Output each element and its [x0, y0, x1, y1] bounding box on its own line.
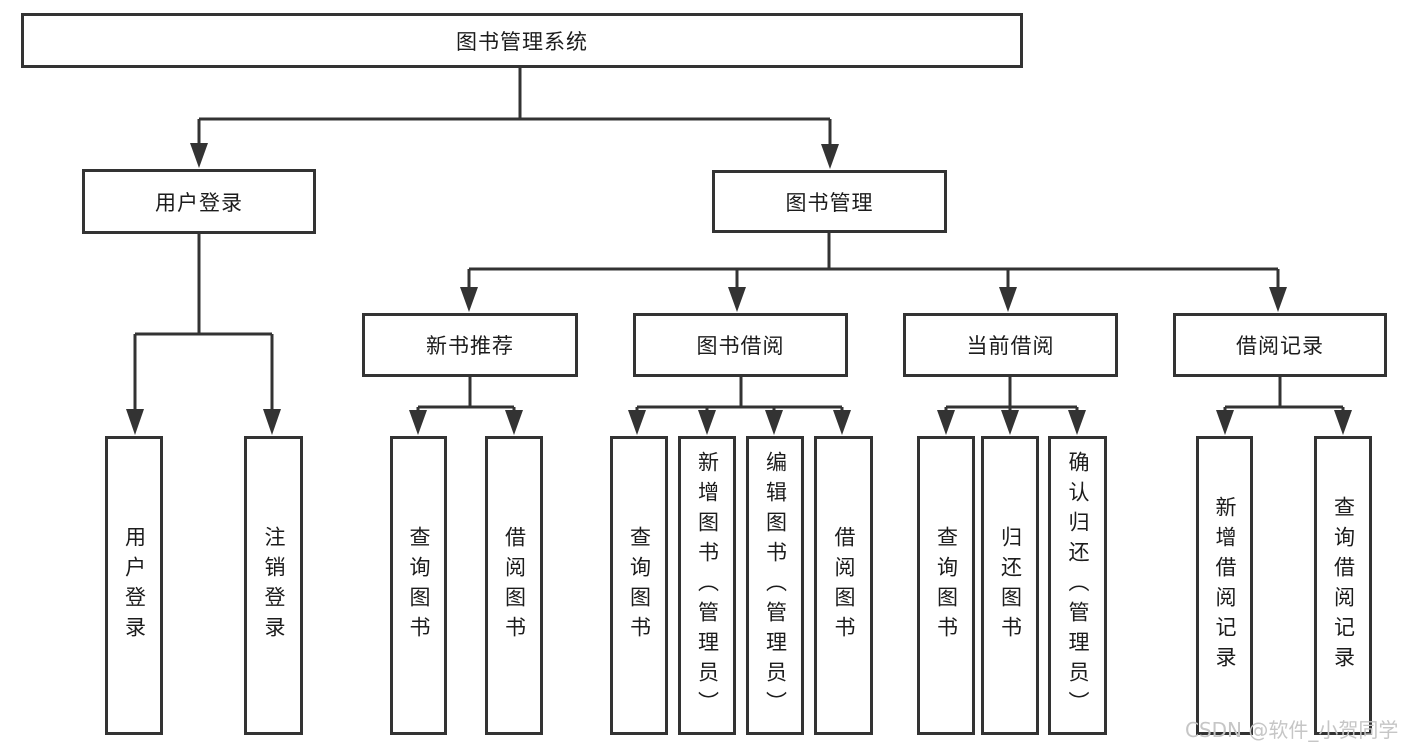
node-library-management-system: 图书管理系统	[21, 13, 1023, 68]
node-label: 编辑图书（管理员）	[763, 450, 788, 721]
leaf-query-borrow-record: 查询借阅记录	[1314, 436, 1372, 735]
node-label: 归还图书	[998, 525, 1023, 646]
connector-recommend-to-leaves	[416, 377, 516, 412]
node-label: 借阅图书	[502, 525, 527, 646]
node-label: 查询图书	[407, 525, 431, 646]
connector-userlogin-to-leaves	[133, 234, 274, 411]
arrow-icon	[1068, 410, 1086, 435]
leaf-edit-book-admin: 编辑图书（管理员）	[746, 436, 804, 735]
node-label: 新书推荐	[426, 334, 514, 358]
arrow-icon	[1334, 410, 1352, 435]
node-label: 查询图书	[627, 525, 652, 646]
leaf-confirm-return-admin: 确认归还（管理员）	[1048, 436, 1107, 735]
connector-bookmgmt-to-level3	[467, 233, 1280, 291]
connector-current-to-leaves	[944, 377, 1079, 412]
arrow-icon	[1269, 287, 1287, 312]
node-label: 借阅记录	[1236, 334, 1324, 358]
connector-root-to-level2	[197, 68, 832, 147]
leaf-user-login: 用户登录	[105, 436, 163, 735]
node-label: 新增图书（管理员）	[695, 450, 720, 721]
arrow-icon	[505, 410, 523, 435]
node-label: 新增借阅记录	[1213, 495, 1237, 676]
leaf-return-book: 归还图书	[981, 436, 1039, 735]
node-book-management: 图书管理	[712, 170, 947, 233]
node-current-borrow: 当前借阅	[903, 313, 1118, 377]
node-label: 查询借阅记录	[1331, 495, 1356, 676]
node-label: 查询图书	[934, 525, 959, 646]
arrow-icon	[1001, 410, 1019, 435]
leaf-logout: 注销登录	[244, 436, 303, 735]
csdn-watermark: CSDN @软件_小贺同学	[1185, 718, 1399, 742]
node-label: 图书借阅	[696, 334, 785, 358]
arrow-icon	[126, 409, 144, 435]
leaf-borrow-books-recommend: 借阅图书	[485, 436, 543, 735]
leaf-borrow-books: 借阅图书	[814, 436, 873, 735]
arrow-icon	[765, 410, 783, 435]
node-new-book-recommend: 新书推荐	[362, 313, 578, 377]
leaf-add-book-admin: 新增图书（管理员）	[678, 436, 736, 735]
node-label: 借阅图书	[832, 525, 856, 646]
leaf-query-books-recommend: 查询图书	[390, 436, 447, 735]
arrow-icon	[190, 143, 208, 168]
leaf-query-books-borrow: 查询图书	[610, 436, 668, 735]
arrow-icon	[409, 410, 427, 435]
node-label: 确认归还（管理员）	[1066, 450, 1090, 721]
node-label: 用户登录	[122, 525, 147, 646]
node-borrow-records: 借阅记录	[1173, 313, 1387, 377]
arrow-icon	[628, 410, 646, 435]
arrow-icon	[999, 287, 1017, 312]
connector-records-to-leaves	[1223, 377, 1345, 412]
arrow-icon	[698, 410, 716, 435]
leaf-add-borrow-record: 新增借阅记录	[1196, 436, 1253, 735]
node-book-borrow: 图书借阅	[633, 313, 848, 377]
node-label: 注销登录	[262, 525, 286, 646]
node-label: 当前借阅	[966, 334, 1055, 358]
arrow-icon	[833, 410, 851, 435]
connector-borrow-to-leaves	[635, 377, 844, 412]
arrow-icon	[821, 144, 839, 169]
arrow-icon	[1216, 410, 1234, 435]
node-label: 图书管理	[785, 190, 874, 215]
arrow-icon	[728, 287, 746, 312]
arrow-icon	[460, 287, 478, 312]
node-user-login: 用户登录	[82, 169, 316, 234]
leaf-query-books-current: 查询图书	[917, 436, 975, 735]
arrow-icon	[937, 410, 955, 435]
node-label: 用户登录	[155, 190, 243, 215]
arrowheads	[126, 143, 1352, 435]
arrow-icon	[263, 409, 281, 435]
node-label: 图书管理系统	[456, 29, 588, 54]
